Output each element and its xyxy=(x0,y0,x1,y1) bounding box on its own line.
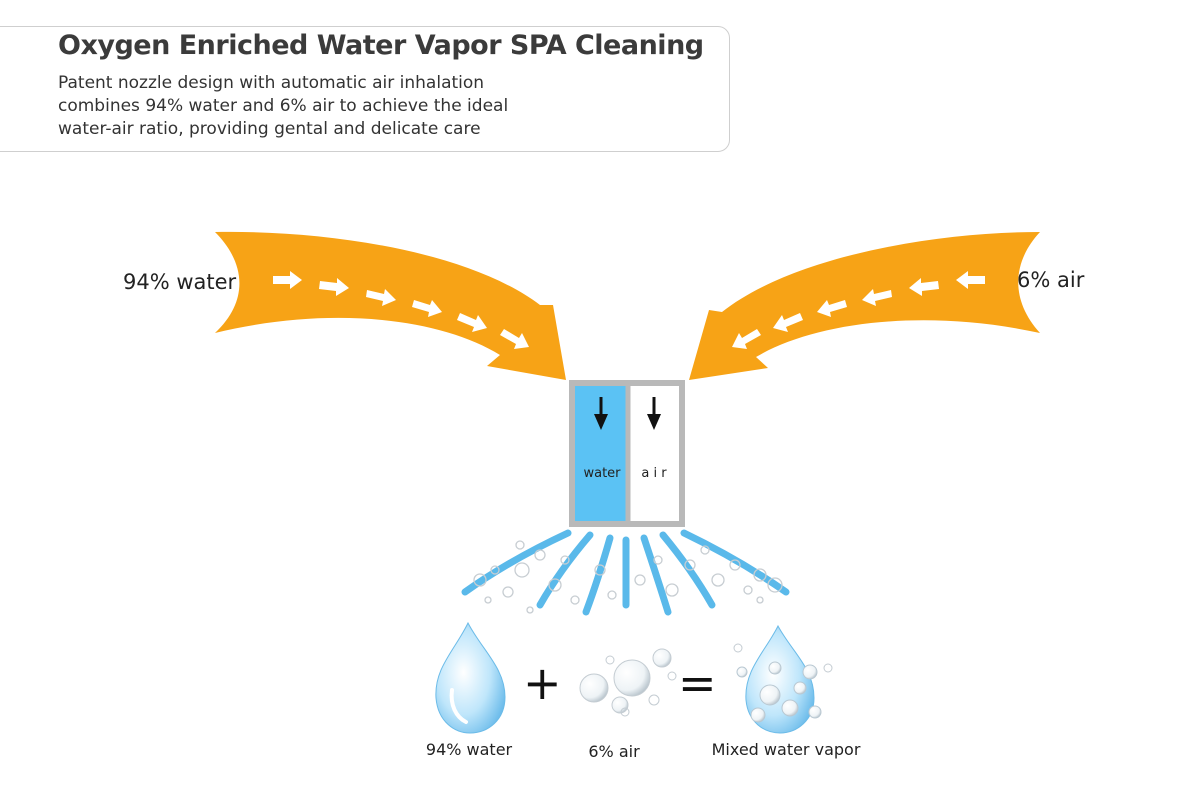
water-down-arrow-icon xyxy=(594,397,608,430)
mixed-vapor-label: Mixed water vapor xyxy=(711,740,861,759)
water-channel-label: water xyxy=(583,466,621,481)
header-card xyxy=(0,26,730,152)
spray-lines xyxy=(461,529,790,616)
description-line-3: water-air ratio, providing gental and de… xyxy=(58,119,481,139)
air-down-arrow-icon xyxy=(647,397,661,430)
right-flow-arrow xyxy=(689,232,1040,380)
air-bubbles-label: 6% air xyxy=(588,742,640,761)
page-title: Oxygen Enriched Water Vapor SPA Cleaning xyxy=(58,30,704,61)
left-flow-arrow xyxy=(215,231,566,380)
plus-operator: + xyxy=(523,656,562,710)
description-line-1: Patent nozzle design with automatic air … xyxy=(58,73,485,93)
spray-bubbles xyxy=(473,540,783,614)
air-channel-label: a i r xyxy=(641,466,667,481)
description: Patent nozzle design with automatic air … xyxy=(58,72,678,141)
left-flow-label: 94% water xyxy=(123,270,237,294)
nozzle-chamber xyxy=(569,380,685,527)
mixed-vapor-drop-icon xyxy=(733,624,833,734)
air-bubbles-icon xyxy=(579,648,677,717)
water-drop-label: 94% water xyxy=(425,740,513,759)
description-line-2: combines 94% water and 6% air to achieve… xyxy=(58,96,509,116)
water-drop-icon xyxy=(435,621,506,734)
right-flow-label: 6% air xyxy=(1017,268,1085,292)
equals-operator: = xyxy=(678,656,717,710)
